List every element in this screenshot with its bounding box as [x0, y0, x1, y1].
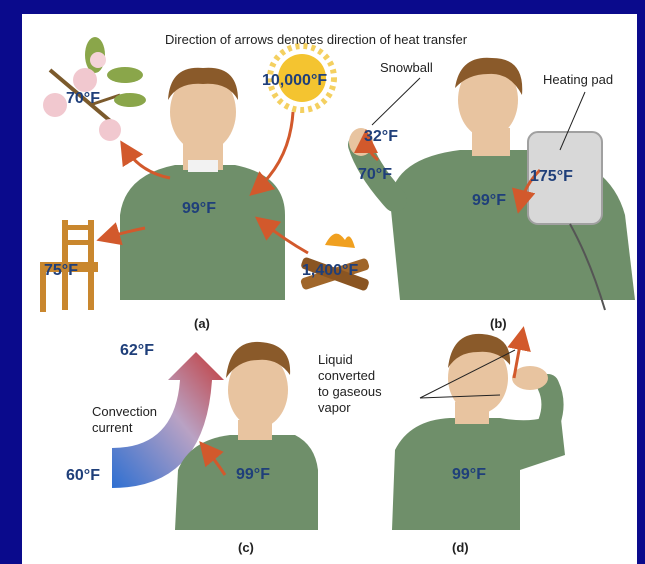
panel-b-caption: (b) — [490, 316, 507, 331]
chair-temperature: 75°F — [44, 262, 78, 280]
person-d-illustration — [392, 334, 565, 530]
convection-cold-temperature: 60°F — [66, 467, 100, 485]
vapor-label-line3: to gaseous — [318, 384, 382, 399]
panel-d-caption: (d) — [452, 540, 469, 555]
flower-branch-icon — [43, 37, 146, 141]
heating-pad-temperature: 175°F — [530, 168, 573, 186]
person-d-body-temperature: 99°F — [452, 466, 486, 484]
person-a-body-temperature: 99°F — [182, 200, 216, 218]
snowball-temperature: 32°F — [364, 128, 398, 146]
flower-temperature: 70°F — [66, 90, 100, 108]
snowball-pointer-line — [372, 78, 420, 125]
panel-c-caption: (c) — [238, 540, 254, 555]
panel-a-caption: (a) — [194, 316, 210, 331]
hand-temperature: 70°F — [358, 166, 392, 184]
snowball-label: Snowball — [380, 60, 433, 75]
figure-title: Direction of arrows denotes direction of… — [165, 32, 467, 47]
heating-pad-label: Heating pad — [543, 72, 613, 87]
person-c-body-temperature: 99°F — [236, 466, 270, 484]
convection-label-line1: Convection — [92, 404, 157, 419]
convection-hot-temperature: 62°F — [120, 342, 154, 360]
convection-label-line2: current — [92, 420, 132, 435]
person-b-body-temperature: 99°F — [472, 192, 506, 210]
sun-temperature: 10,000°F — [262, 72, 327, 90]
vapor-label-line1: Liquid — [318, 352, 353, 367]
fire-temperature: 1,400°F — [302, 262, 358, 280]
vapor-label-line4: vapor — [318, 400, 351, 415]
vapor-label-line2: converted — [318, 368, 375, 383]
